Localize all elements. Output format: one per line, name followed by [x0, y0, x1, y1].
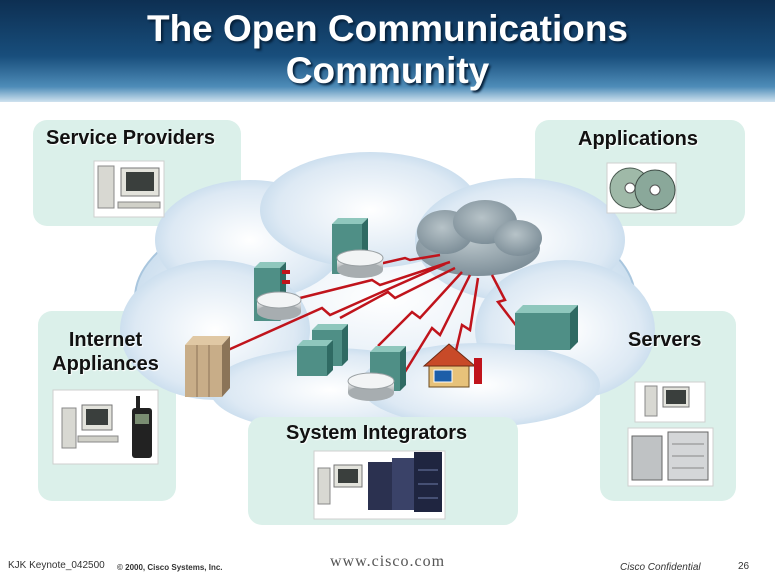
service-provider-pc-image: [93, 160, 165, 218]
footer-keynote-id: KJK Keynote_042500: [8, 560, 105, 571]
switch-stack: [297, 324, 348, 376]
link-to-house: [453, 277, 480, 356]
link-to-router-4: [398, 274, 472, 381]
link-to-appliance: [227, 262, 446, 352]
servers-label: Servers: [628, 329, 702, 351]
footer-confidential: Cisco Confidential: [620, 562, 701, 573]
link-to-router-3: [377, 271, 463, 347]
internet-appliance-image: [52, 389, 159, 465]
server-right: [515, 305, 578, 350]
internet-appliances-label-line-1: Internet: [68, 329, 143, 351]
footer-page-number: 26: [738, 561, 750, 572]
link-to-router-1: [361, 253, 441, 270]
server-hardware-image: [627, 381, 714, 487]
title-banner: [0, 0, 775, 102]
cd-discs-image: [606, 162, 677, 214]
link-to-server: [490, 274, 519, 329]
switch-center: [370, 346, 406, 391]
link-to-router-2: [299, 260, 451, 300]
router-left: [256, 291, 302, 320]
footer-copyright: © 2000, Cisco Systems, Inc.: [117, 563, 223, 572]
footer-website: www.cisco.com: [330, 553, 446, 570]
router-bottom: [347, 372, 395, 401]
house-icon: [422, 343, 482, 388]
applications-label: Applications: [578, 128, 699, 150]
system-integrators-label: System Integrators: [286, 422, 468, 444]
link-to-stack: [339, 266, 456, 320]
internet-appliances-label-line-2: Appliances: [52, 353, 159, 375]
service-providers-label: Service Providers: [46, 127, 215, 149]
router-top: [336, 249, 384, 278]
internet-appliances-label: Internet Appliances: [48, 328, 163, 376]
system-integrator-image: [313, 450, 446, 520]
title-line-1: The Open Communications: [146, 8, 629, 49]
slide-title: The Open Communications Community: [0, 8, 775, 92]
appliance-tower: [185, 336, 230, 397]
network-links: [227, 253, 519, 381]
title-line-2: Community: [285, 50, 490, 91]
